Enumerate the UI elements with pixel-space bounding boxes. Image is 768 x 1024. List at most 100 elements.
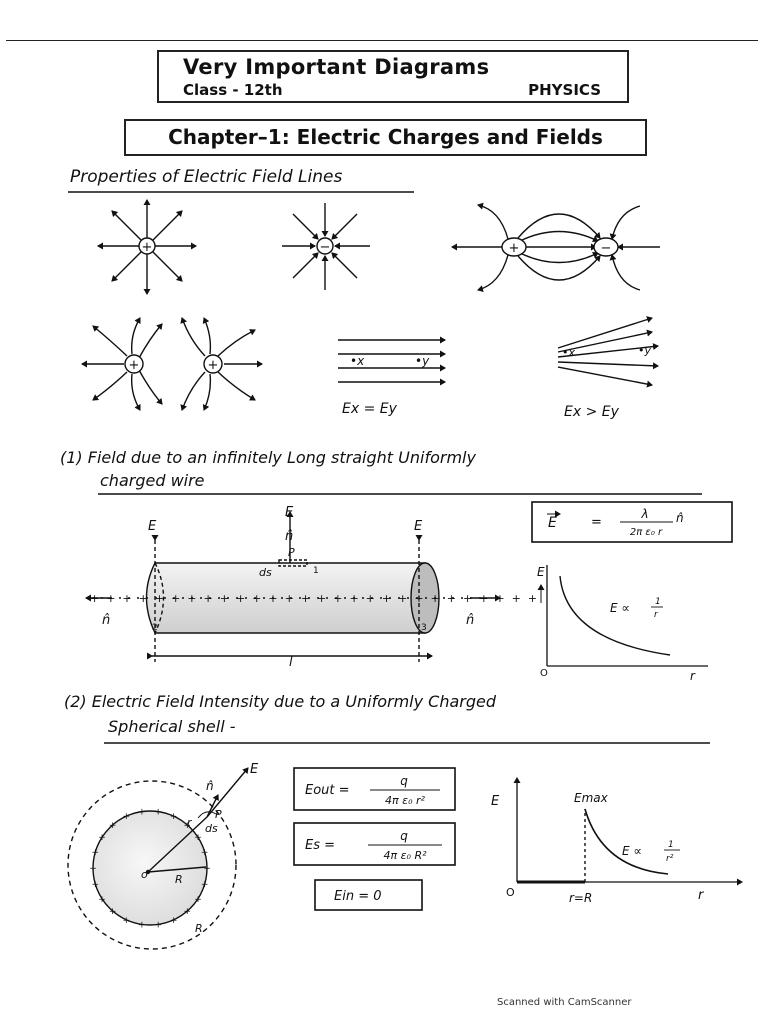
subject-label: PHYSICS <box>528 81 601 99</box>
shell-charge-mark: + <box>184 821 192 831</box>
section-heading-field-lines: Properties of Electric Field Lines <box>70 167 342 187</box>
graph2-y-label: E <box>491 794 500 809</box>
uniform-caption: Ex = Ey <box>342 401 398 417</box>
formula-lhs: E <box>548 515 557 531</box>
scanner-watermark: Scanned with CamScanner <box>497 997 632 1008</box>
wire-label-length: l <box>289 655 293 670</box>
shell-charge-mark: + <box>203 864 211 874</box>
shell-charge-mark: + <box>154 920 162 930</box>
shell-charge-mark: + <box>184 907 192 917</box>
eq-out-lhs: Eout = <box>305 783 350 798</box>
uniform-point-x: •x <box>350 354 365 368</box>
shell-charge-mark: + <box>201 848 209 858</box>
formula-unit-vector: n̂ <box>676 511 684 525</box>
shell-charge-mark: + <box>138 920 146 930</box>
shell-charge-mark: + <box>123 916 131 926</box>
eq-out-numerator: q <box>400 774 408 788</box>
shell-formula-boxes: Eout = q 4π ε₀ r² Es = q 4π ε₀ R² Ein = … <box>293 767 456 911</box>
uniform-field-diagram: •x •y Ex = Ey <box>338 336 446 417</box>
two-positive-charges-diagram: + + <box>81 317 263 411</box>
chapter-title: Chapter–1: Electric Charges and Fields <box>124 119 647 156</box>
section-heading-shell-line2: Spherical shell - <box>108 717 236 736</box>
wire-field-formula-box: E = λ 2π ε₀ r n̂ <box>531 501 733 543</box>
shell-charge-mark: + <box>92 848 100 858</box>
shell-charge-mark: + <box>194 895 202 905</box>
graph1-origin: O <box>540 668 548 679</box>
shell-label-ds: ds <box>205 822 218 835</box>
section-heading-shell-line1: (2) Electric Field Intensity due to a Un… <box>64 692 497 711</box>
eq-s-numerator: q <box>400 829 408 843</box>
page-title: Very Important Diagrams <box>183 55 490 79</box>
graph2-emax: Emax <box>574 791 609 805</box>
nonuniform-caption: Ex > Ey <box>564 404 620 420</box>
class-label: Class - 12th <box>183 81 283 99</box>
shell-charge-mark: + <box>98 833 106 843</box>
shell-label-P: P <box>215 808 222 821</box>
shell-label-E: E <box>250 762 259 777</box>
wire-label-P: P <box>288 546 295 559</box>
positive-charge-field-diagram: + <box>97 199 197 295</box>
graph1-relation-lhs: E ∝ <box>610 601 630 615</box>
shell-charge-mark: + <box>194 833 202 843</box>
wire-label-surface-2: 2 <box>152 623 158 633</box>
dipole-field-diagram: + − <box>451 202 660 293</box>
eq-s-lhs: Es = <box>305 838 335 853</box>
wire-E-vs-r-graph: E r O E ∝ 1 r <box>537 565 708 683</box>
nonuniform-point-y: •y <box>638 344 651 357</box>
shell-charge-mark: + <box>89 864 97 874</box>
dipole-positive-symbol: + <box>509 241 520 256</box>
nonuniform-point-x: •x <box>562 346 575 359</box>
graph2-x-label: r <box>698 888 705 903</box>
spherical-shell-diagram: E n̂ r P ds R R o <box>67 762 259 950</box>
shell-charge-mark: + <box>109 907 117 917</box>
eq-surface-box <box>293 822 456 866</box>
graph1-y-label: E <box>537 565 545 579</box>
wire-label-n-top: n̂ <box>285 529 293 544</box>
eq-in: Ein = 0 <box>334 889 382 904</box>
shell-E-vs-r-graph: E r O Emax r=R E ∝ 1 r² <box>491 777 743 905</box>
wire-label-n-left: n̂ <box>102 613 110 628</box>
graph2-relation-num: 1 <box>668 840 674 850</box>
shell-label-R-outer: R <box>195 922 203 935</box>
shell-charge-mark: + <box>154 808 162 818</box>
shell-label-R: R <box>175 873 183 886</box>
graph1-relation-num: 1 <box>655 597 661 607</box>
shell-charge-mark: + <box>170 916 178 926</box>
graph2-relation-den: r² <box>666 854 674 864</box>
shell-label-center: o <box>141 868 148 881</box>
wire-label-surface-3: 3 <box>421 623 427 633</box>
eq-s-denominator: 4π ε₀ R² <box>383 849 427 862</box>
nonuniform-field-diagram: •x •y Ex > Ey <box>557 316 659 420</box>
shell-charge-mark: + <box>109 821 117 831</box>
charge-b-symbol: + <box>208 358 219 373</box>
charge-a-symbol: + <box>129 358 140 373</box>
positive-charge-symbol: + <box>142 240 153 255</box>
shell-charge-mark: + <box>138 808 146 818</box>
wire-charges: ++++++++++++++++++++++++++++ <box>90 592 544 605</box>
formula-denominator: 2π ε₀ r <box>630 527 663 538</box>
shell-charge-mark: + <box>201 880 209 890</box>
formula-numerator: λ <box>640 507 648 521</box>
wire-gaussian-cylinder: ++++++++++++++++++++++++++++ E E E n̂ n̂… <box>85 505 544 670</box>
shell-charge-mark: + <box>123 812 131 822</box>
dipole-negative-symbol: − <box>601 241 612 256</box>
graph1-relation-den: r <box>654 610 659 620</box>
shell-charge-mark: + <box>92 880 100 890</box>
eq-out-box <box>293 767 456 811</box>
section-heading-wire-line1: (1) Field due to an infinitely Long stra… <box>60 448 476 467</box>
wire-label-surface-1: 1 <box>313 566 319 576</box>
graph2-r-equals-R: r=R <box>569 891 592 905</box>
shell-charge-mark: + <box>170 812 178 822</box>
wire-label-E-left: E <box>148 519 157 534</box>
eq-out-denominator: 4π ε₀ r² <box>385 794 425 807</box>
section-heading-wire-line2: charged wire <box>100 471 205 490</box>
title-box: Very Important Diagrams Class - 12th PHY… <box>157 50 629 103</box>
negative-charge-field-diagram: − <box>282 203 370 290</box>
wire-label-ds: ds <box>259 566 272 579</box>
wire-label-n-right: n̂ <box>466 613 474 628</box>
shell-label-r: r <box>187 816 193 829</box>
graph2-relation-lhs: E ∝ <box>622 844 642 858</box>
shell-label-n: n̂ <box>206 779 214 793</box>
negative-charge-symbol: − <box>320 240 331 255</box>
